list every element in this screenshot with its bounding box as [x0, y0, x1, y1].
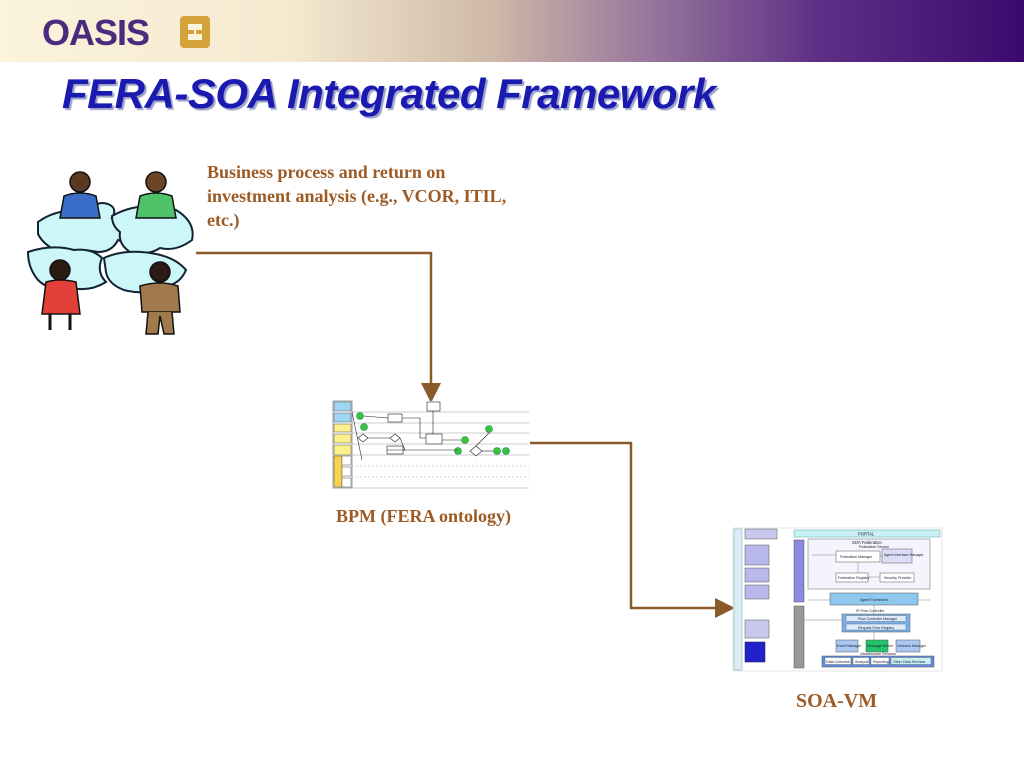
agent-framework-label: Agent Framework	[860, 598, 889, 602]
bpm-diagram-thumbnail	[332, 400, 529, 489]
business-process-label: Business process and return on investmen…	[207, 162, 507, 230]
data-collection-label: Data Collection	[826, 660, 850, 664]
event-manager-label: Event Manager	[837, 644, 862, 648]
ip-flow-controller-label: IP Flow Controller	[856, 609, 885, 613]
team-puzzle-illustration	[26, 171, 194, 335]
other-data-services-label: Other Data Services	[893, 660, 926, 664]
federation-registry-label: Federation Registry	[838, 576, 870, 580]
connector-business-to-bpm	[196, 251, 441, 403]
infrastructure-services-label: Infrastructure Services	[860, 652, 896, 656]
bpm-label: BPM (FERA ontology)	[336, 506, 511, 526]
portal-label: PORTAL	[858, 532, 875, 537]
header-band	[0, 0, 1024, 62]
connector-bpm-to-soavm	[530, 441, 735, 618]
analysis-label: Analysis	[855, 660, 869, 664]
soa-vm-diagram-thumbnail: PORTAL SOA Federation Federation Service…	[732, 527, 943, 672]
federation-subtitle: Federation Service	[859, 545, 889, 549]
federation-manager-label: Federation Manager	[840, 555, 873, 559]
page-title: FERA-SOA Integrated Framework	[62, 70, 716, 117]
oasis-logo-mark-icon	[180, 16, 210, 48]
request-flow-registry-label: Request Flow Registry	[858, 626, 894, 630]
security-provider-label: Security Provider	[884, 576, 912, 580]
message-broker-label: Message Broker	[867, 644, 894, 648]
reporting-label: Reporting	[873, 660, 889, 664]
federation-title: SOA Federation	[852, 540, 882, 545]
decision-manager-label: Decision Manager	[897, 644, 927, 648]
agent-interface-manager-label: Agent Interface Manager	[884, 553, 924, 557]
flow-controller-manager-label: Flow Controller Manager	[858, 617, 898, 621]
oasis-logo: OASIS	[42, 12, 150, 53]
soa-vm-label: SOA-VM	[796, 690, 878, 712]
